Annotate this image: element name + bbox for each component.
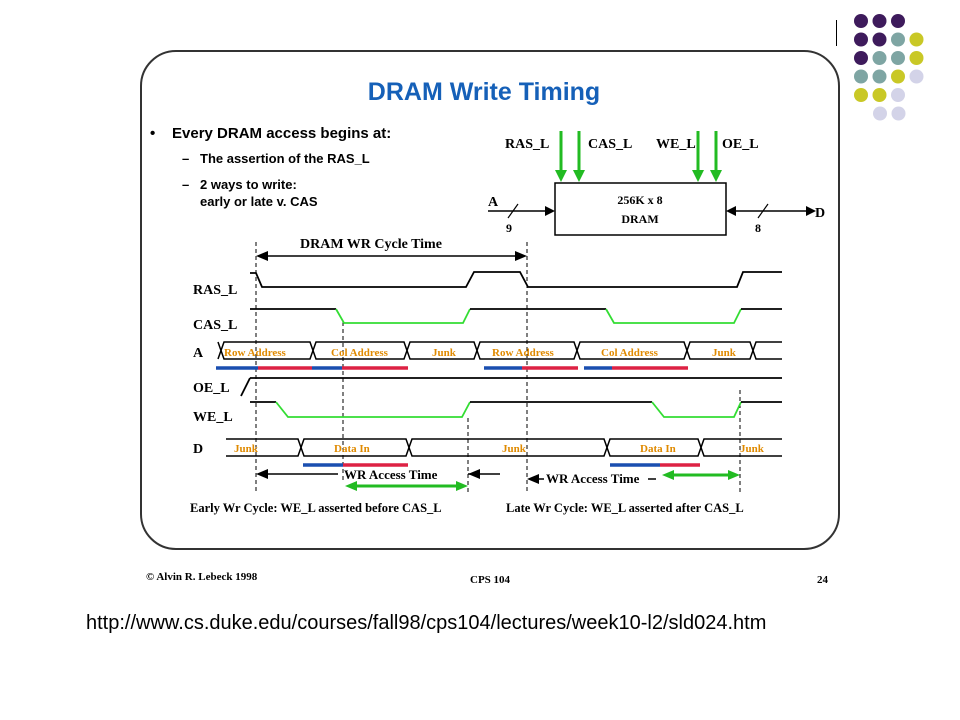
bullet-text-4: early or late v. CAS	[200, 194, 318, 209]
cycle-time-label: DRAM WR Cycle Time	[300, 237, 442, 252]
a-seg-row-1: Row Address	[224, 347, 287, 359]
waveform-a-bus: Row Address Col Address Junk Row Address…	[216, 341, 782, 370]
bullet-text-1: Every DRAM access begins at:	[172, 125, 391, 142]
a-seg-col-2: Col Address	[601, 347, 659, 359]
access-time-label-late: WR Access Time	[546, 471, 640, 486]
dram-chip-box	[554, 182, 727, 236]
footer-course: CPS 104	[470, 574, 511, 586]
a-seg-row-2: Row Address	[492, 347, 555, 359]
bullet-marker-1: •	[150, 125, 155, 142]
d-seg-junk-1: Junk	[234, 443, 259, 455]
waveform-ras	[250, 271, 782, 288]
bullet-marker-3: –	[182, 177, 189, 192]
slide-image-frame	[140, 50, 840, 550]
slide-title: DRAM Write Timing	[368, 78, 600, 106]
d-seg-data-1: Data In	[334, 443, 370, 455]
a-seg-junk-1: Junk	[432, 347, 457, 359]
data-bus-label: D	[815, 206, 825, 221]
source-url: http://www.cs.duke.edu/courses/fall98/cp…	[86, 612, 767, 634]
waveform-d-bus: Junk Data In Junk Data In Junk	[226, 438, 782, 467]
access-time-label-early: WR Access Time	[344, 467, 438, 482]
data-bus-width: 8	[755, 221, 761, 235]
pin-label-ras: RAS_L	[505, 137, 549, 152]
a-seg-junk-2: Junk	[712, 347, 737, 359]
pin-label-oe: OE_L	[722, 137, 759, 152]
a-seg-col-1: Col Address	[331, 347, 389, 359]
signal-label-d: D	[193, 442, 203, 457]
d-seg-data-2: Data In	[640, 443, 676, 455]
caption-late-write: Late Wr Cycle: WE_L asserted after CAS_L	[506, 501, 744, 515]
bullet-marker-2: –	[182, 151, 189, 166]
cycle-time-marker: DRAM WR Cycle Time	[256, 237, 527, 261]
dram-block-diagram: 256K x 8 DRAM RAS_L CAS_L WE_L OE_L A 9 …	[488, 131, 825, 236]
pin-arrows	[555, 131, 722, 182]
signal-label-a: A	[193, 346, 204, 361]
pin-label-we: WE_L	[656, 137, 696, 152]
signal-label-ras: RAS_L	[193, 283, 237, 298]
waveform-oe	[240, 377, 782, 397]
access-time-early: WR Access Time	[256, 467, 500, 491]
addr-bus-label: A	[488, 195, 499, 210]
bullet-text-3: 2 ways to write:	[200, 177, 297, 192]
d-seg-junk-2: Junk	[502, 443, 527, 455]
d-seg-junk-3: Junk	[740, 443, 765, 455]
signal-label-we: WE_L	[193, 410, 233, 425]
dram-chip-name-label: DRAM	[621, 212, 658, 226]
footer-copyright: © Alvin R. Lebeck 1998	[146, 571, 258, 583]
pin-label-cas: CAS_L	[588, 137, 632, 152]
addr-bus-width: 9	[506, 221, 512, 235]
waveform-cas	[250, 308, 782, 324]
waveform-we	[250, 401, 782, 418]
caption-early-write: Early Wr Cycle: WE_L asserted before CAS…	[190, 501, 442, 515]
access-time-late: WR Access Time	[527, 470, 740, 486]
dram-chip-size-label: 256K x 8	[617, 193, 662, 207]
signal-label-oe: OE_L	[193, 381, 230, 396]
signal-label-cas: CAS_L	[193, 318, 237, 333]
title-divider-line	[836, 20, 837, 46]
bullet-text-2: The assertion of the RAS_L	[200, 151, 370, 166]
footer-page-number: 24	[817, 574, 829, 586]
